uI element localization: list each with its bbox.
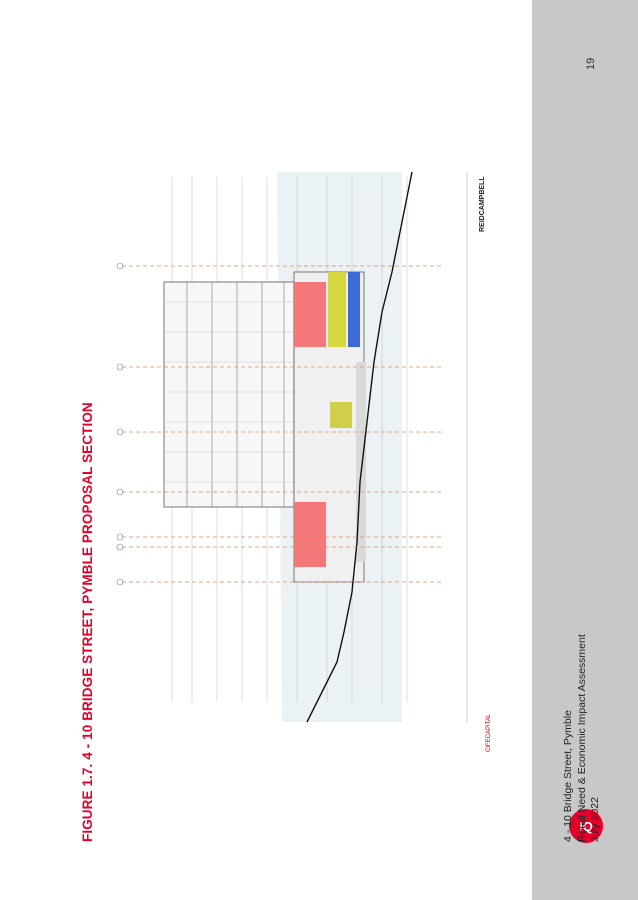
client-label: CIFECAPITAL [486, 713, 492, 752]
footer-line-2: Retail Need & Economic Impact Assessment [575, 634, 588, 842]
section-drawing-svg: REIDCAMPBELL CIFECAPITAL [116, 171, 492, 752]
right-sidebar [532, 0, 638, 900]
footer-line-1: 4 - 10 Bridge Street, Pymble [562, 710, 574, 842]
logo-text: IQ [579, 819, 593, 834]
footer-text: 4 - 10 Bridge Street, Pymble Retail Need… [562, 634, 603, 842]
footer-line-3: July 2022 [589, 797, 601, 842]
iq-logo-icon: IQ [569, 809, 603, 843]
section-drawing: REIDCAMPBELL CIFECAPITAL [112, 162, 512, 754]
page-number: 19 [585, 57, 597, 70]
architect-label: REIDCAMPBELL [479, 176, 486, 232]
figure-title: FIGURE 1.7. 4 - 10 BRIDGE STREET, PYMBLE… [80, 402, 95, 842]
